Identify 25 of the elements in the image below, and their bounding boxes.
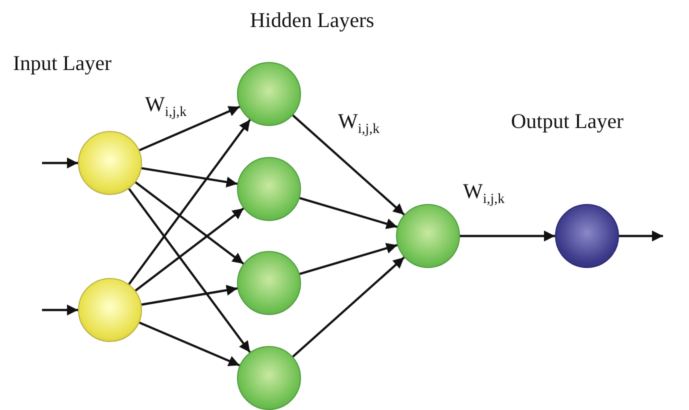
arrow bbox=[128, 188, 251, 353]
arrow bbox=[42, 158, 78, 168]
hidden-neuron bbox=[237, 346, 301, 410]
arrow bbox=[42, 304, 78, 316]
arrow bbox=[138, 106, 240, 152]
weight-label: W$_{i,j,k}$ bbox=[338, 111, 380, 137]
arrow bbox=[141, 167, 238, 188]
arrow bbox=[299, 242, 398, 275]
hidden-neuron bbox=[237, 62, 301, 126]
arrow bbox=[460, 230, 555, 242]
arrow bbox=[619, 230, 663, 242]
hidden-layers-heading: Hidden Layers bbox=[250, 10, 374, 31]
arrow bbox=[134, 208, 244, 292]
arrow bbox=[128, 119, 251, 285]
arrow bbox=[292, 256, 405, 358]
layer-heading: Output Layer bbox=[511, 111, 624, 132]
weight-label: W$_{i,j,k}$ bbox=[463, 181, 505, 207]
arrow bbox=[292, 114, 405, 216]
weight-label: W$_{i,j,k}$ bbox=[145, 94, 187, 120]
layer-heading: Input Layer bbox=[13, 53, 112, 74]
arrow bbox=[141, 284, 238, 306]
hidden-neuron bbox=[396, 204, 460, 268]
arrow bbox=[134, 181, 244, 265]
arrow bbox=[138, 322, 240, 366]
arrow bbox=[299, 197, 398, 230]
